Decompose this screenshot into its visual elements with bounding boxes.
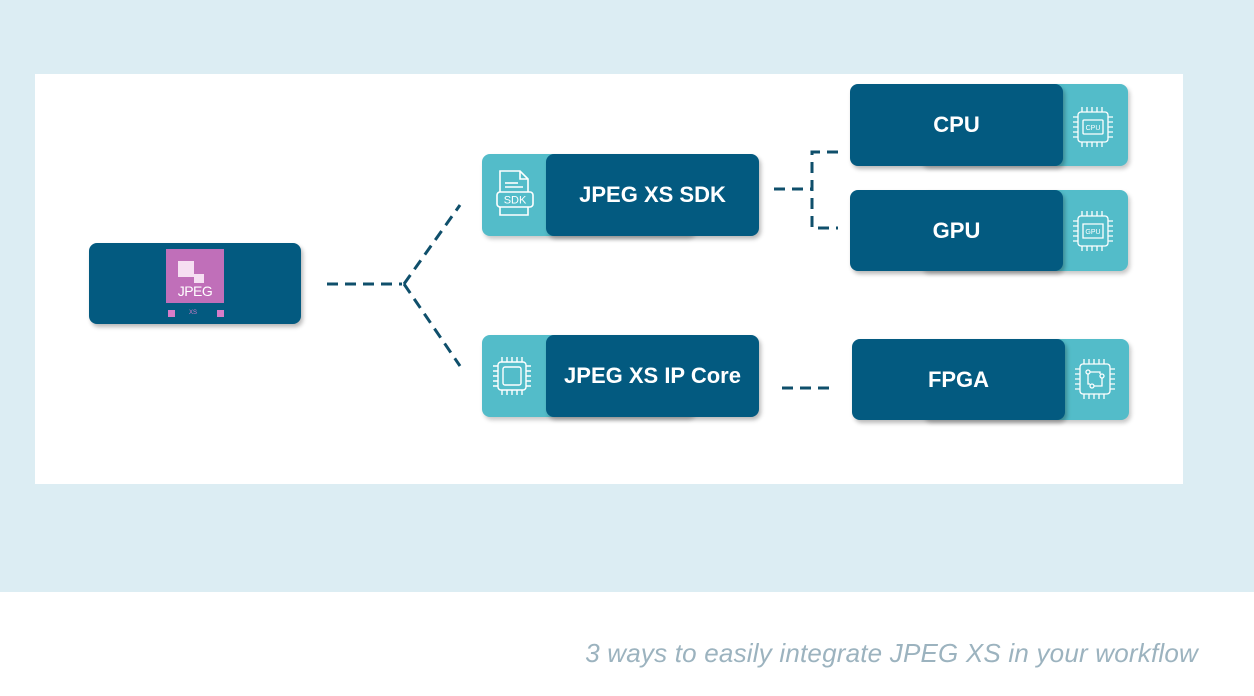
gpu-icon-text: GPU: [1085, 229, 1100, 236]
gpu-chip-icon: GPU: [1073, 211, 1113, 251]
fpga-label: FPGA: [927, 366, 990, 392]
ip-core-node: JPEG XS IP Core: [546, 335, 759, 417]
logo-text: JPEG: [177, 283, 213, 299]
fpga-chip-icon: [1075, 359, 1115, 399]
caption: 3 ways to easily integrate JPEG XS in yo…: [585, 638, 1198, 668]
chip-icon: [493, 357, 531, 395]
gpu-node: GPU: [850, 190, 1063, 271]
sdk-label: JPEG XS SDK: [579, 182, 726, 207]
cpu-label: CPU: [933, 112, 980, 137]
cpu-icon-text: CPU: [1086, 125, 1101, 132]
jpeg-xs-logo: JPEG: [166, 249, 224, 303]
logo-footer: XS: [168, 310, 224, 318]
sdk-document-icon: SDK: [496, 170, 534, 216]
gpu-label: GPU: [932, 217, 981, 243]
sdk-node: JPEG XS SDK: [546, 154, 759, 236]
logo-subtext: XS: [189, 310, 198, 316]
fpga-node: FPGA: [852, 339, 1065, 420]
cpu-chip-icon: CPU: [1073, 107, 1113, 147]
cpu-node: CPU: [850, 84, 1063, 166]
ip-core-label: JPEG XS IP Core: [564, 363, 741, 388]
sdk-icon-text: SDK: [504, 195, 527, 207]
